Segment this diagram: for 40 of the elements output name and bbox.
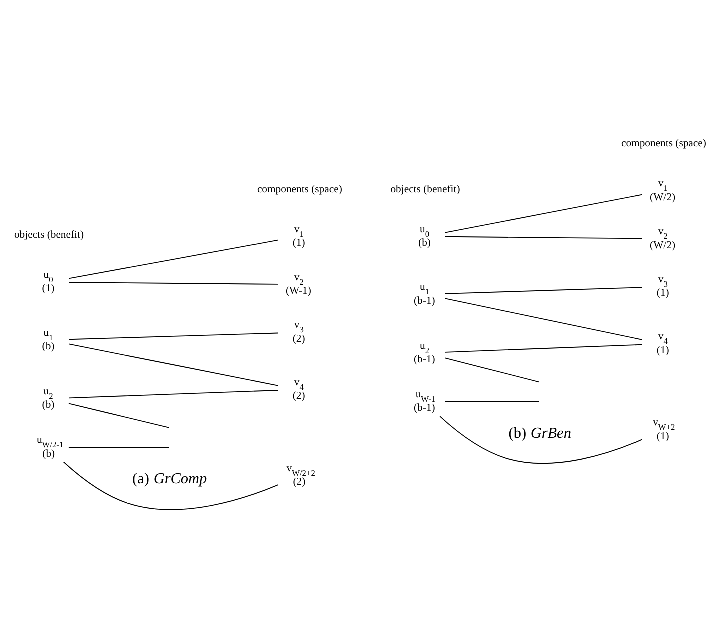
connector (68, 403, 170, 428)
connector (68, 332, 279, 340)
connector (440, 416, 643, 464)
node-text: v$_{W+2}$ (1) (653, 418, 676, 442)
node-text: u$_{W-1}$ (b-1) (414, 390, 436, 414)
connector (63, 462, 279, 510)
connector (68, 282, 279, 285)
label: (b) GrBen (508, 424, 572, 442)
node-text: u$_{2}$ (b) (42, 386, 55, 412)
connector (444, 358, 540, 383)
node-text: v$_{4}$ (2) (292, 377, 306, 402)
node-text: v$_{1}$ (1) (292, 224, 306, 249)
node-text: u$_{0}$ (b) (418, 224, 431, 249)
node-text: u$_{1}$ (b-1) (414, 282, 436, 307)
node-text: u$_{W/2-1}$ (b) (36, 435, 64, 460)
node-text: v$_{3}$ (2) (292, 320, 306, 345)
connector (444, 194, 643, 234)
connector (68, 390, 279, 399)
label: objects (benefit) (14, 230, 84, 241)
label: objects (benefit) (390, 184, 460, 196)
node-text: u$_{2}$ (b-1) (414, 340, 436, 366)
connector (444, 287, 643, 294)
node-text: v$_{2}$ (W-1) (286, 272, 312, 297)
connector (444, 344, 643, 353)
node-text: v$_{1}$ (W/2) (650, 178, 676, 204)
label: components (space) (257, 184, 342, 196)
node-text: v$_{3}$ (1) (656, 274, 670, 300)
label: components (space) (621, 138, 706, 150)
node-text: v$_{W/2+2}$ (2) (286, 463, 316, 488)
connector (68, 240, 279, 280)
label: (a) GrComp (132, 470, 208, 488)
connector (68, 447, 170, 448)
node-text: v$_{4}$ (1) (656, 332, 670, 356)
connector (444, 401, 540, 402)
node-text: v$_{2}$ (W/2) (650, 226, 676, 252)
node-text: u$_{0}$ (1) (42, 270, 55, 295)
node-text: u$_{1}$ (b) (42, 328, 55, 353)
connector (444, 236, 643, 240)
connector (444, 298, 643, 340)
connector (68, 344, 279, 386)
